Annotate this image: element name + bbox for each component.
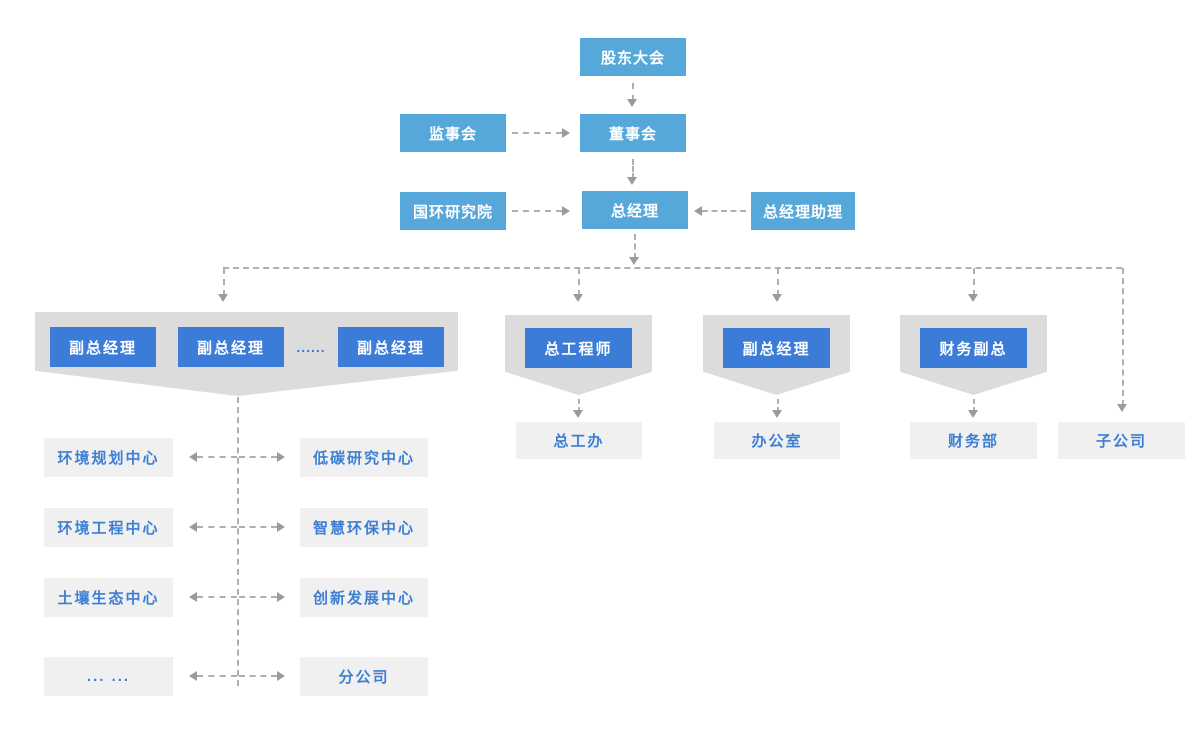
node-deputy-gm-1: 副总经理 [50,327,156,367]
deputy-gm-ellipsis: ...... [296,339,326,355]
connector-finance-vp-dept [973,399,975,412]
arrowhead-down-icon [627,177,637,185]
node-center-env-engineering: 环境工程中心 [44,508,173,547]
arrowhead-down-icon [629,257,639,265]
node-deputy-gm-2: 副总经理 [178,327,284,367]
connector-row2-left [197,596,237,598]
deputy-gm-group-banner: 副总经理 副总经理 ...... 副总经理 [35,312,458,396]
node-center-smart-env: 智慧环保中心 [300,508,428,547]
connector-row0-right [239,456,277,458]
node-office: 办公室 [714,422,840,459]
pentagon-chief-engineer: 总工程师 [505,315,652,395]
node-gm-assistant: 总经理助理 [751,192,855,230]
arrowhead-down-icon [1117,404,1127,412]
connector-research-gm [512,210,562,212]
arrowhead-down-icon [218,294,228,302]
node-general-manager: 总经理 [582,191,688,229]
node-chief-engineer: 总工程师 [525,328,632,368]
connector-row0-left [197,456,237,458]
connector-drop-subsidiary [1122,268,1124,406]
node-supervisory-board: 监事会 [400,114,506,152]
arrowhead-down-icon [968,410,978,418]
node-chief-engineer-office: 总工办 [516,422,642,459]
connector-distribution-bar [223,267,1122,269]
arrowhead-right-icon [562,128,570,138]
node-deputy-gm-3: 副总经理 [338,327,444,367]
connector-drop-deputy-group [223,268,225,296]
arrowhead-down-icon [772,410,782,418]
node-center-soil-ecology: 土壤生态中心 [44,578,173,617]
node-deputy-gm-admin: 副总经理 [723,328,830,368]
node-research-institute: 国环研究院 [400,192,506,230]
arrowhead-left-icon [189,592,197,602]
arrowhead-left-icon [694,206,702,216]
node-branch-company: 分公司 [300,657,428,696]
arrowhead-down-icon [573,410,583,418]
node-center-low-carbon: 低碳研究中心 [300,438,428,477]
connector-row2-right [239,596,277,598]
arrowhead-down-icon [968,294,978,302]
connector-drop-deputy-gm [777,268,779,296]
pentagon-deputy-gm: 副总经理 [703,315,850,395]
node-board-of-directors: 董事会 [580,114,686,152]
connector-chief-engineer-office [578,399,580,412]
connector-drop-finance-vp [973,268,975,296]
connector-row3-left [197,675,237,677]
arrowhead-down-icon [627,99,637,107]
arrowhead-right-icon [562,206,570,216]
pentagon-finance-vp: 财务副总 [900,315,1047,395]
connector-supervisors-board [512,132,562,134]
connector-assistant-gm [702,210,746,212]
connector-board-gm [632,159,634,179]
node-shareholders-meeting: 股东大会 [580,38,686,76]
connector-row1-left [197,526,237,528]
arrowhead-down-icon [772,294,782,302]
connector-centers-spine [237,397,239,686]
node-finance-vp: 财务副总 [920,328,1027,368]
connector-row3-right [239,675,277,677]
node-center-env-planning: 环境规划中心 [44,438,173,477]
node-subsidiary: 子公司 [1058,422,1185,459]
node-center-innovation: 创新发展中心 [300,578,428,617]
arrowhead-right-icon [277,452,285,462]
arrowhead-left-icon [189,522,197,532]
arrowhead-right-icon [277,522,285,532]
connector-shareholders-board [632,83,634,101]
arrowhead-down-icon [573,294,583,302]
connector-gm-trunk [634,234,636,259]
connector-row1-right [239,526,277,528]
arrowhead-right-icon [277,671,285,681]
arrowhead-right-icon [277,592,285,602]
connector-deputy-gm-office [777,399,779,412]
node-center-more-ellipsis: ... ... [44,657,173,696]
arrowhead-left-icon [189,452,197,462]
connector-drop-chief-engineer [578,268,580,296]
arrowhead-left-icon [189,671,197,681]
node-finance-dept: 财务部 [910,422,1037,459]
